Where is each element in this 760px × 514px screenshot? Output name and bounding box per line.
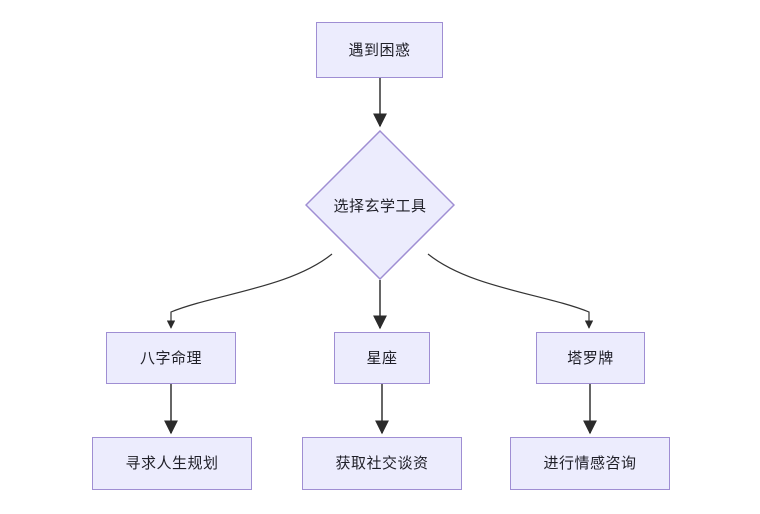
node-tool-middle[interactable]: 星座 bbox=[334, 332, 430, 384]
node-tool-right-label: 塔罗牌 bbox=[567, 349, 614, 367]
node-outcome-left[interactable]: 寻求人生规划 bbox=[92, 437, 252, 490]
node-outcome-left-label: 寻求人生规划 bbox=[125, 455, 219, 472]
node-tool-right[interactable]: 塔罗牌 bbox=[536, 332, 645, 384]
node-decision-label: 选择玄学工具 bbox=[333, 197, 427, 215]
node-decision[interactable]: 选择玄学工具 bbox=[305, 130, 455, 280]
node-start-label: 遇到困惑 bbox=[348, 41, 411, 59]
edge-decision-to-tool-left bbox=[166, 253, 333, 329]
node-outcome-middle-label: 获取社交谈资 bbox=[335, 455, 429, 472]
node-tool-middle-label: 星座 bbox=[366, 349, 398, 367]
edge-decision-to-tool-right bbox=[427, 253, 594, 329]
node-outcome-right[interactable]: 进行情感咨询 bbox=[510, 437, 670, 490]
node-outcome-right-label: 进行情感咨询 bbox=[543, 455, 637, 472]
node-start[interactable]: 遇到困惑 bbox=[316, 22, 443, 78]
diamond-shape bbox=[305, 130, 455, 280]
node-tool-left[interactable]: 八字命理 bbox=[106, 332, 236, 384]
node-outcome-middle[interactable]: 获取社交谈资 bbox=[302, 437, 462, 490]
node-tool-left-label: 八字命理 bbox=[139, 349, 202, 367]
